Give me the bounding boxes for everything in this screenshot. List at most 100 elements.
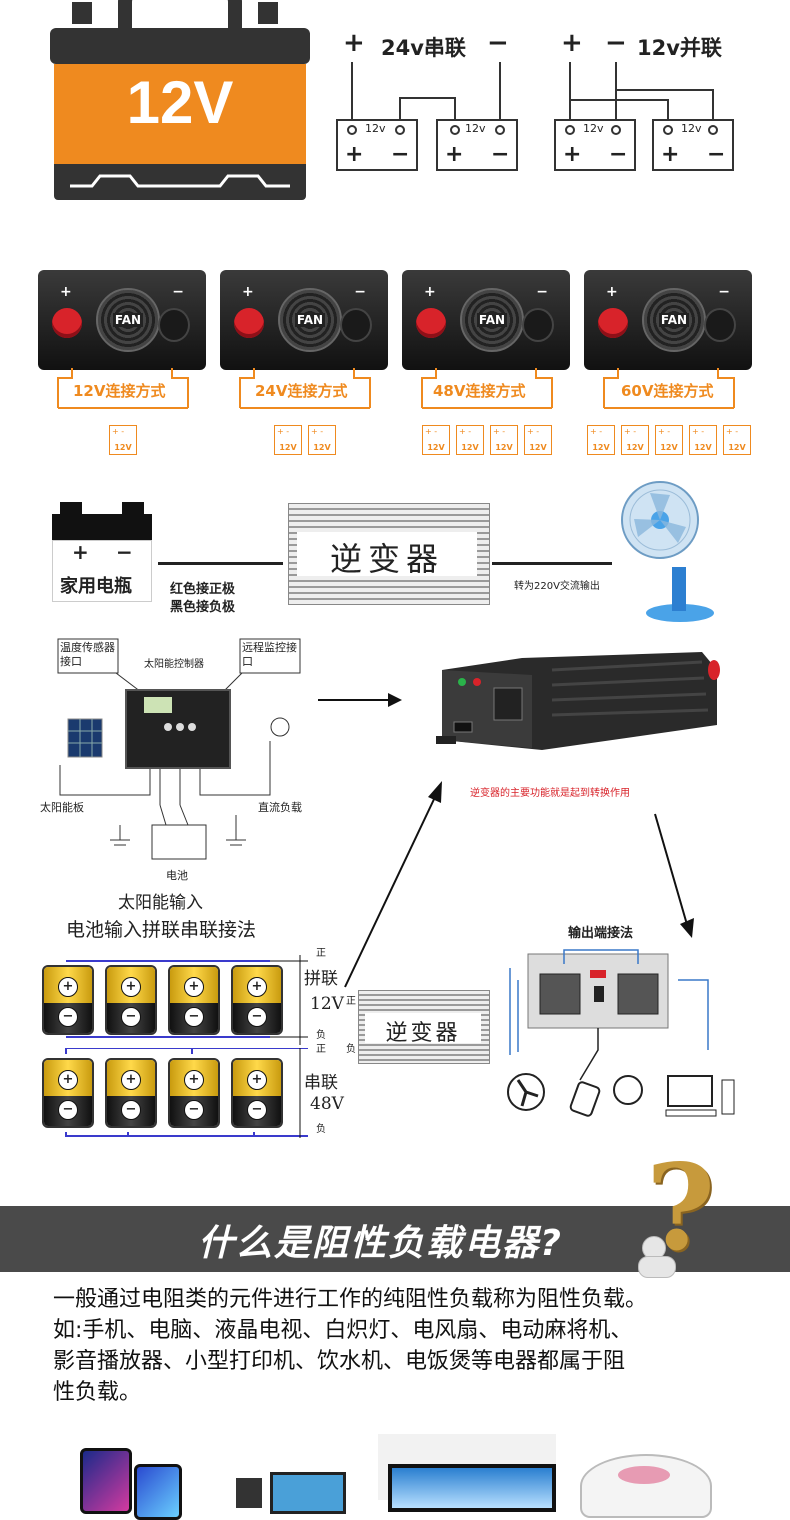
battery-cell-icon: + -12V bbox=[655, 425, 683, 455]
parallel-neg: 负 bbox=[316, 1030, 326, 1041]
series-diagram: + 24v串联 − 12v 12v + − + − bbox=[335, 20, 525, 180]
fan-grille-icon: FAN bbox=[96, 288, 160, 352]
temp-sensor-port-label: 温度传感器接口 bbox=[60, 641, 115, 668]
series-label: 串联 bbox=[304, 1073, 338, 1093]
battery-cell-icon: + -12V bbox=[109, 425, 137, 455]
fan-grille-icon: FAN bbox=[460, 288, 524, 352]
battery-wiring-title: 电池输入拼联串联接法 bbox=[66, 919, 257, 941]
description-line-1: 一般通过电阻类的元件进行工作的纯阻性负载称为阻性负载。 bbox=[53, 1287, 648, 1312]
connection-method-label: 24V连接方式 bbox=[252, 380, 351, 401]
small-inverter-pos: 正 bbox=[346, 996, 356, 1007]
fan-label: FAN bbox=[112, 313, 144, 327]
red-positive-note: 红色接正极 bbox=[170, 582, 236, 597]
rice-cooker-image bbox=[574, 1446, 714, 1518]
battery-cell-voltage: 12V bbox=[592, 443, 610, 452]
small-inverter-neg: 负 bbox=[346, 1044, 356, 1055]
series-cell-2-minus: − bbox=[491, 142, 510, 167]
inverter-unit: +−FAN bbox=[584, 270, 752, 370]
parallel-plus: + bbox=[561, 28, 583, 58]
wire-inverter-fan bbox=[492, 562, 612, 565]
parallel-voltage: 12V bbox=[310, 994, 344, 1014]
fan-grille-icon: FAN bbox=[642, 288, 706, 352]
battery-cell-icon: + -12V bbox=[689, 425, 717, 455]
series-voltage: 48V bbox=[310, 1094, 344, 1114]
parallel-diagram: + − 12v并联 12v 12v + − + − bbox=[553, 20, 743, 180]
battery-cell-voltage: 12V bbox=[279, 443, 297, 452]
positive-terminal-icon bbox=[598, 308, 628, 338]
central-inverter bbox=[432, 640, 722, 760]
inverter-plus: + bbox=[60, 284, 72, 300]
tv-image bbox=[378, 1434, 556, 1512]
computer-image bbox=[236, 1470, 346, 1514]
connection-method-label: 48V连接方式 bbox=[430, 380, 529, 401]
small-inverter: 逆变器 bbox=[358, 990, 490, 1064]
battery-cell-voltage: 12V bbox=[626, 443, 644, 452]
description-line-2: 如:手机、电脑、液晶电视、白炽灯、电风扇、电动麻将机、 bbox=[53, 1318, 633, 1343]
negative-terminal-icon bbox=[704, 308, 736, 342]
home-battery: + − 家用电瓶 bbox=[52, 500, 152, 610]
series-cell-2-label: 12v bbox=[465, 122, 486, 135]
battery-cell-terminals: + - bbox=[590, 427, 603, 436]
battery-cell-terminals: + - bbox=[658, 427, 671, 436]
negative-terminal-icon bbox=[340, 308, 372, 342]
battery-cell-icon: + - 12V bbox=[274, 425, 302, 455]
parallel-cell-2-minus: − bbox=[707, 142, 726, 167]
banner-title: 什么是阻性负载电器? bbox=[198, 1223, 563, 1264]
fan-label: FAN bbox=[294, 313, 326, 327]
home-battery-minus: − bbox=[116, 540, 133, 564]
battery-cell-icon: + -12V bbox=[723, 425, 751, 455]
parallel-battery-row: +− +− +− +− bbox=[40, 955, 340, 1045]
wire-battery-inverter bbox=[158, 562, 283, 565]
home-battery-label: 家用电瓶 bbox=[60, 576, 132, 597]
battery-cell-terminals: + - bbox=[692, 427, 705, 436]
parallel-cell-1-plus: + bbox=[563, 142, 582, 167]
description-line-3: 影音播放器、小型打印机、饮水机、电饭煲等电器都属于阻 bbox=[53, 1349, 626, 1374]
parallel-cell-2-label: 12v bbox=[681, 122, 702, 135]
black-negative-note: 黑色接负极 bbox=[170, 600, 236, 615]
inverter-main-function-note: 逆变器的主要功能就是起到转换作用 bbox=[470, 788, 630, 799]
battery-cell-icon: + - 12V bbox=[490, 425, 518, 455]
battery-cell-icon: + -12V bbox=[456, 425, 484, 455]
arrow-inverter-to-output bbox=[654, 813, 694, 938]
description-text: 一般通过电阻类的元件进行工作的纯阻性负载称为阻性负载。 如:手机、电脑、液晶电视… bbox=[53, 1284, 788, 1408]
battery-cell-icon: + - 12V bbox=[587, 425, 615, 455]
parallel-minus: − bbox=[605, 28, 627, 58]
home-inverter: 逆变器 bbox=[288, 503, 490, 605]
battery-cell-voltage: 12V bbox=[529, 443, 547, 452]
small-inverter-label: 逆变器 bbox=[385, 1021, 461, 1046]
battery-cell-voltage: 12V bbox=[427, 443, 445, 452]
fan-grille-icon: FAN bbox=[278, 288, 342, 352]
battery-cell-terminals: + - bbox=[277, 427, 290, 436]
battery-cell-terminals: + - bbox=[726, 427, 739, 436]
solar-diagram: 温度传感器接口 太阳能控制器 远程监控接口 太阳能板 直流负载 电池 bbox=[40, 635, 310, 885]
series-cell-1-minus: − bbox=[391, 142, 410, 167]
battery-cell-icon: + -12V bbox=[308, 425, 336, 455]
battery-cell-voltage: 12V bbox=[495, 443, 513, 452]
battery-cell-icon: + -12V bbox=[422, 425, 450, 455]
connection-bracket bbox=[57, 368, 189, 409]
parallel-cell-1-label: 12v bbox=[583, 122, 604, 135]
dc-load-label: 直流负载 bbox=[258, 801, 302, 814]
fan-label: FAN bbox=[658, 313, 690, 327]
parallel-cell-1-minus: − bbox=[609, 142, 628, 167]
output-wiring-title: 输出端接法 bbox=[568, 926, 634, 941]
inverter-minus: − bbox=[536, 284, 548, 300]
positive-terminal-icon bbox=[234, 308, 264, 338]
parallel-pos: 正 bbox=[316, 948, 326, 959]
series-minus: − bbox=[487, 28, 509, 58]
battery-cell-terminals: + - bbox=[311, 427, 324, 436]
connection-bracket bbox=[603, 368, 735, 409]
output-wiring-diagram bbox=[498, 940, 748, 1125]
battery-cell-voltage: 12V bbox=[114, 443, 132, 452]
series-battery-row: +− +− +− +− bbox=[40, 1048, 340, 1138]
inverter-plus: + bbox=[242, 284, 254, 300]
battery-voltage-label: 12V bbox=[126, 69, 234, 136]
series-pos: 正 bbox=[316, 1044, 326, 1055]
battery-cell-terminals: + - bbox=[493, 427, 506, 436]
connection-method-label: 60V连接方式 bbox=[618, 380, 717, 401]
parallel-cell-2-plus: + bbox=[661, 142, 680, 167]
parallel-title: 12v并联 bbox=[637, 36, 722, 60]
negative-terminal-icon bbox=[158, 308, 190, 342]
home-inverter-label: 逆变器 bbox=[329, 540, 444, 578]
negative-terminal-icon bbox=[522, 308, 554, 342]
